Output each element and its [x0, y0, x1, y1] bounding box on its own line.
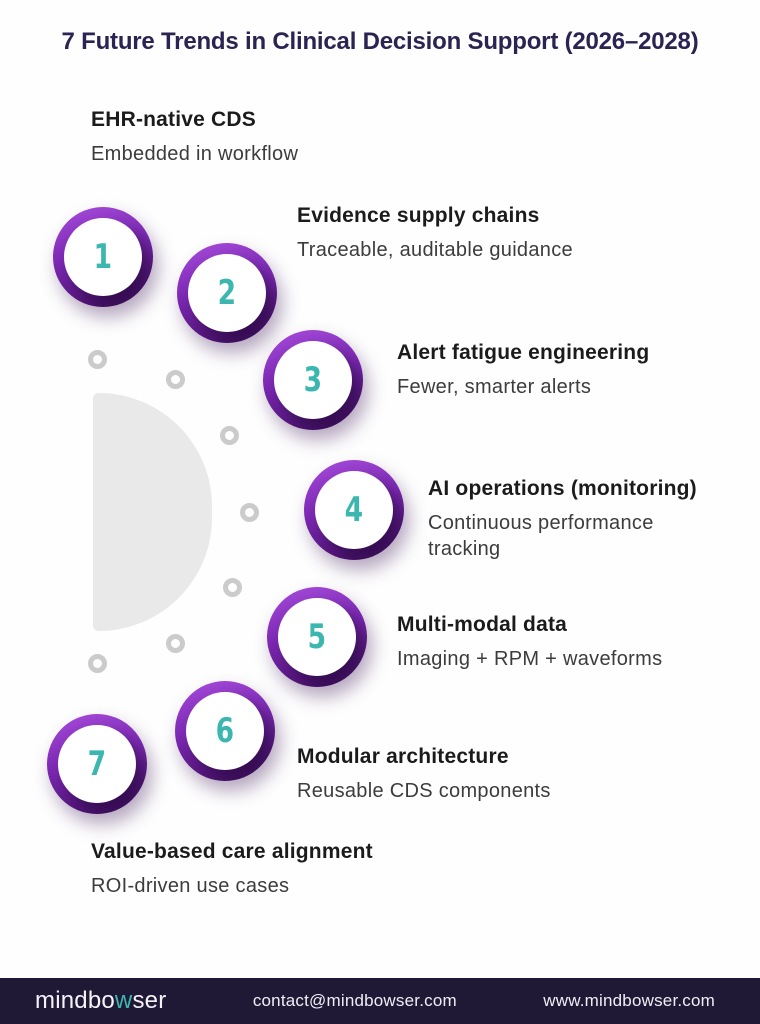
decor-ring-icon [220, 426, 239, 445]
step-circle-2-inner: 2 [188, 254, 266, 332]
decor-ring-icon [223, 578, 242, 597]
step-subtitle-5: Imaging + RPM + waveforms [397, 648, 663, 670]
step-circle-3-inner: 3 [274, 341, 352, 419]
step-title-3: Alert fatigue engineering [397, 341, 650, 364]
step-number-6: 6 [215, 711, 235, 751]
step-circle-4: 4 [304, 460, 404, 560]
mindbowser-logo: mindbowser [35, 987, 166, 1015]
decor-semicircle [93, 393, 212, 631]
logo-text-prefix: mindbo [35, 987, 115, 1014]
step-subtitle-4: Continuous performance tracking [428, 512, 654, 560]
step-text-3: Alert fatigue engineering Fewer, smarter… [397, 341, 649, 400]
step-subtitle-6: Reusable CDS components [297, 780, 551, 802]
step-subtitle-7: ROI-driven use cases [91, 875, 290, 897]
decor-ring-icon [166, 634, 185, 653]
step-circle-1-inner: 1 [64, 218, 142, 296]
step-number-4: 4 [344, 490, 364, 530]
step-subtitle-1: Embedded in workflow [91, 143, 299, 165]
step-text-1: EHR-native CDS Embedded in workflow [91, 108, 298, 167]
step-title-7: Value-based care alignment [91, 840, 373, 863]
step-subtitle-2: Traceable, auditable guidance [297, 239, 573, 261]
decor-ring-icon [88, 654, 107, 673]
step-number-1: 1 [93, 237, 113, 277]
step-circle-5-inner: 5 [278, 598, 356, 676]
step-title-2: Evidence supply chains [297, 204, 540, 227]
step-text-5: Multi-modal data Imaging + RPM + wavefor… [397, 613, 662, 672]
step-subtitle-3: Fewer, smarter alerts [397, 376, 592, 398]
step-number-7: 7 [87, 744, 107, 784]
step-number-3: 3 [303, 360, 323, 400]
step-circle-7-inner: 7 [58, 725, 136, 803]
step-circle-2: 2 [177, 243, 277, 343]
step-circle-5: 5 [267, 587, 367, 687]
step-circle-6-inner: 6 [186, 692, 264, 770]
step-circle-6: 6 [175, 681, 275, 781]
page-title: 7 Future Trends in Clinical Decision Sup… [61, 28, 699, 55]
website-link[interactable]: www.mindbowser.com [543, 991, 715, 1010]
step-circle-7: 7 [47, 714, 147, 814]
footer-bar: mindbowser contact@mindbowser.com www.mi… [0, 978, 760, 1024]
step-circle-1: 1 [53, 207, 153, 307]
step-title-6: Modular architecture [297, 745, 509, 768]
logo-text-accent: w [114, 987, 133, 1014]
step-text-6: Modular architecture Reusable CDS compon… [297, 745, 551, 804]
step-text-7: Value-based care alignment ROI-driven us… [91, 840, 373, 899]
decor-ring-icon [88, 350, 107, 369]
step-number-2: 2 [217, 273, 237, 313]
step-text-2: Evidence supply chains Traceable, audita… [297, 204, 573, 263]
decor-ring-icon [166, 370, 185, 389]
step-title-1: EHR-native CDS [91, 108, 256, 131]
step-circle-3: 3 [263, 330, 363, 430]
step-circle-4-inner: 4 [315, 471, 393, 549]
step-title-4: AI operations (monitoring) [428, 477, 697, 500]
step-number-5: 5 [307, 617, 327, 657]
decor-ring-icon [240, 503, 259, 522]
logo-text-suffix: ser [132, 987, 167, 1014]
step-text-4: AI operations (monitoring) Continuous pe… [428, 477, 708, 562]
step-title-5: Multi-modal data [397, 613, 568, 636]
contact-email-link[interactable]: contact@mindbowser.com [252, 991, 457, 1010]
